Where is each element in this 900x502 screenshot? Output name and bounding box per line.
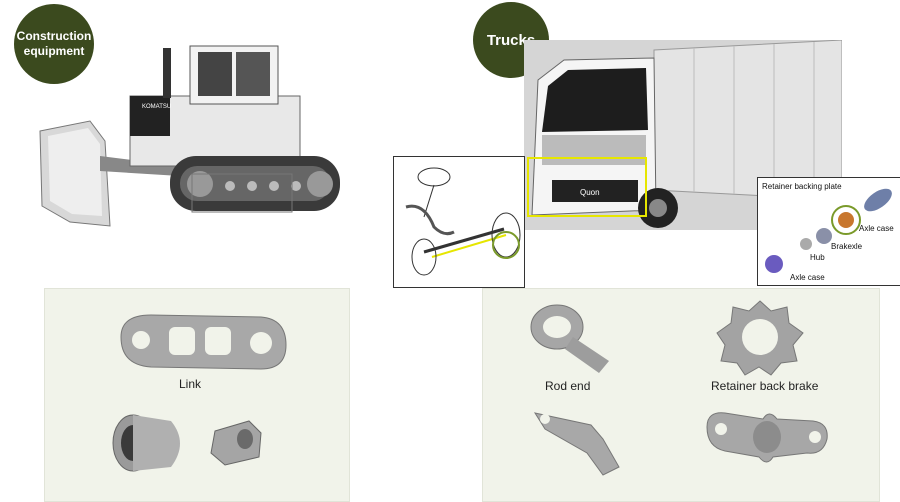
label-hub: Hub: [810, 253, 825, 262]
retainer-back-brake-label: Retainer back brake: [711, 379, 819, 393]
steering-arm-part-image: [533, 412, 620, 476]
link-part-image: [120, 314, 287, 370]
retainer-back-brake-part-image: [716, 300, 804, 376]
label-axle-case-top: Axle case: [859, 224, 894, 233]
svg-text:KOMATSU: KOMATSU: [142, 104, 171, 110]
bushing-part-image: [112, 414, 180, 472]
front-axle-diagram: [393, 156, 525, 288]
construction-parts-panel: Link: [44, 288, 350, 502]
collar-part-image: [210, 420, 262, 466]
truck-parts-panel: Rod end Retainer back brake: [482, 288, 880, 502]
badge-line-1: Construction: [16, 29, 92, 43]
truck-grille-text: Quon: [580, 188, 600, 197]
label-brakexle: Brakexle: [831, 242, 863, 251]
brake-assembly-diagram: Retainer backing plate Axle case Brakexl…: [757, 177, 900, 286]
rod-end-part-image: [530, 304, 609, 373]
label-axle-case-bottom: Axle case: [790, 273, 825, 282]
brake-parts-drawing: [765, 188, 892, 273]
label-retainer-backing-plate: Retainer backing plate: [762, 182, 842, 191]
torque-rod-part-image: [706, 412, 828, 463]
rod-end-label: Rod end: [545, 379, 591, 393]
construction-equipment-badge: Construction equipment: [14, 4, 94, 84]
link-label: Link: [179, 377, 202, 391]
trucks-label: Trucks: [486, 31, 536, 49]
badge-line-2: equipment: [23, 44, 85, 58]
bulldozer-image: KOMATSU: [39, 45, 340, 227]
